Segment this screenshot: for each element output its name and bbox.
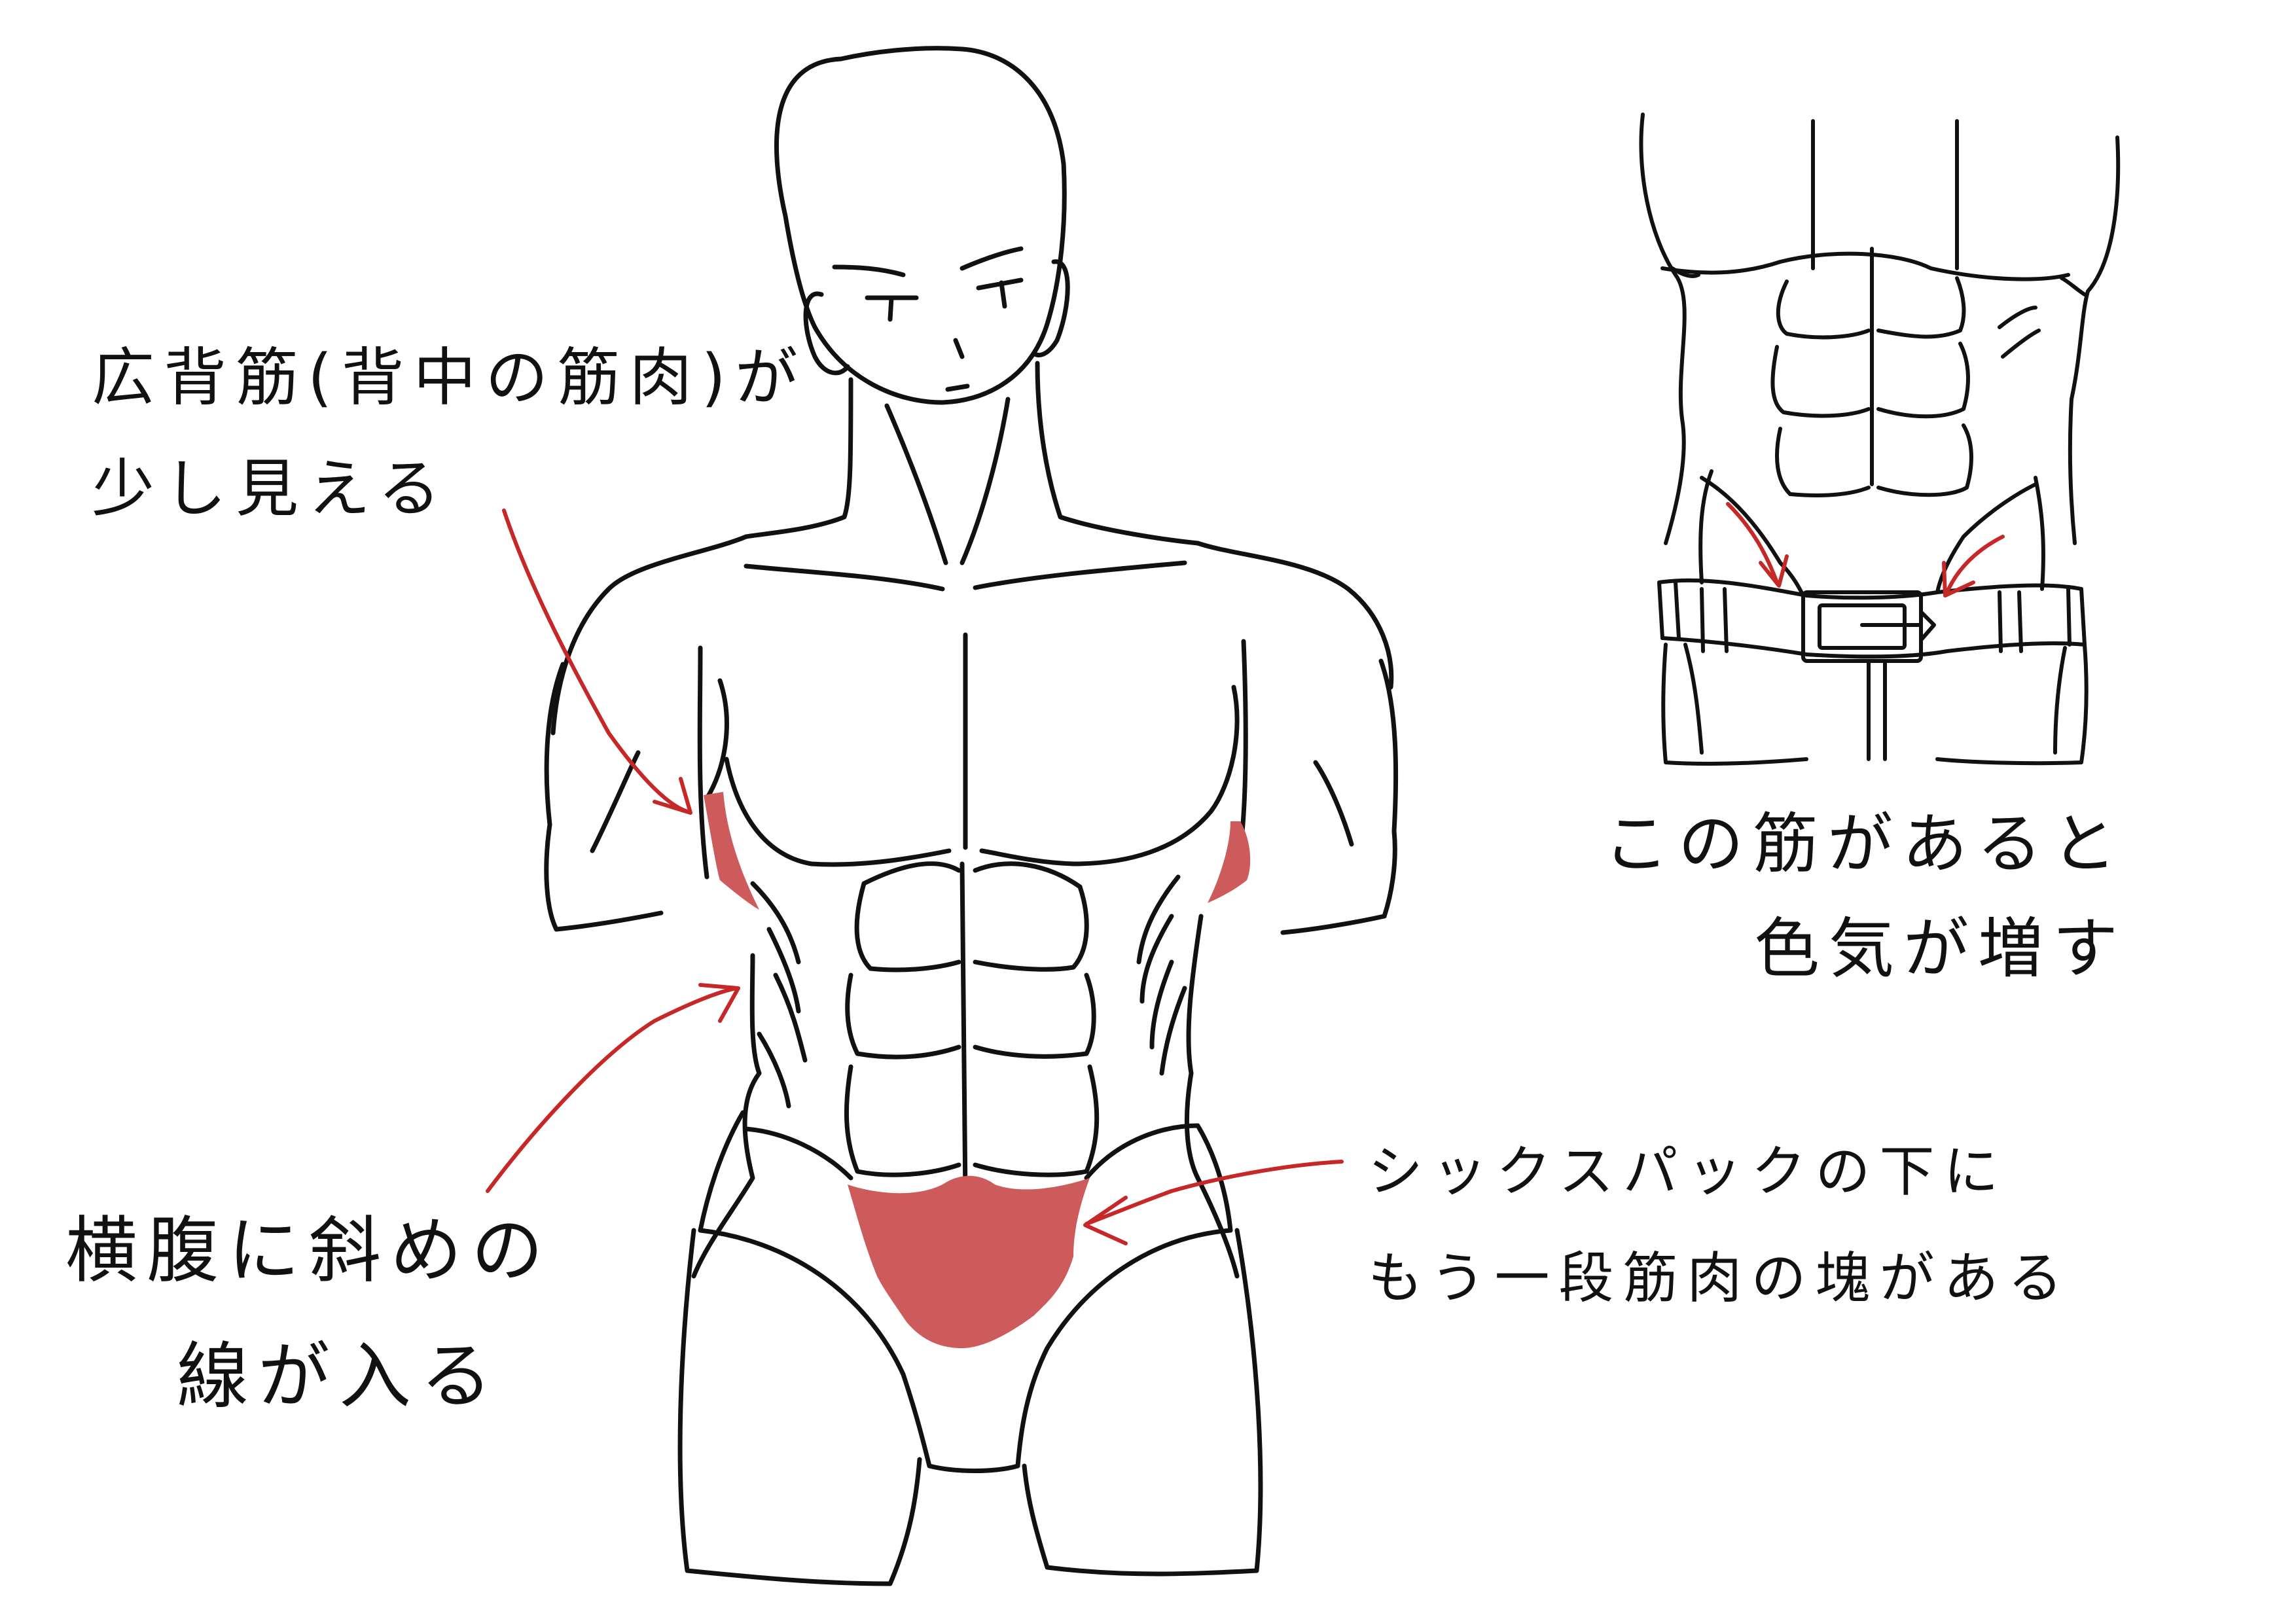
inset-right-arm bbox=[2068, 135, 2121, 545]
right-pec bbox=[979, 685, 1240, 866]
inset-belt-tip bbox=[1919, 610, 1936, 642]
left-shoulder bbox=[550, 534, 749, 736]
inset-vline-right bbox=[1935, 482, 2037, 594]
lats-annotation-line2: 少し見える bbox=[92, 452, 450, 526]
sternocleidomastoid-right bbox=[960, 397, 1011, 565]
lats-arrow bbox=[502, 508, 692, 815]
lats-highlight-right bbox=[1208, 821, 1251, 903]
head-outline bbox=[774, 46, 1067, 405]
abs-row-1 bbox=[854, 881, 1089, 972]
right-shoulder bbox=[1195, 541, 1394, 690]
neck-left bbox=[744, 377, 853, 539]
obliques-annotation: 横腹に斜めの 線が入る bbox=[65, 1207, 552, 1419]
right-serratus bbox=[1136, 874, 1187, 1076]
obliques-annotation-line2: 線が入る bbox=[177, 1334, 501, 1418]
brief-top-left bbox=[744, 1126, 853, 1181]
lats-annotation: 広背筋(背中の筋肉)が 少し見える bbox=[92, 340, 807, 527]
right-arm-outer bbox=[1378, 658, 1399, 919]
inset-fly bbox=[1867, 659, 1887, 761]
inset-belt-loops bbox=[1700, 587, 2023, 653]
inset-pants-right bbox=[1935, 643, 2089, 766]
inset-pocket-left bbox=[1683, 643, 1704, 755]
front-torso-figure bbox=[544, 46, 1399, 1586]
obliques-annotation-line1: 横腹に斜めの bbox=[65, 1209, 552, 1293]
brief-top-right bbox=[1084, 1123, 1233, 1233]
inset-belt-top bbox=[1657, 578, 2083, 600]
left-pec bbox=[704, 678, 952, 867]
inset-vline-left bbox=[1700, 476, 1805, 597]
abs-row-3 bbox=[844, 1064, 1100, 1177]
abdomen-belt-closeup bbox=[1639, 113, 2121, 766]
left-arm-inner bbox=[554, 910, 664, 932]
inset-arrow-left bbox=[1726, 502, 1789, 588]
brief-right-leg bbox=[1015, 1228, 1233, 1469]
inset-pants-left bbox=[1661, 643, 1808, 766]
right-thigh bbox=[1022, 1228, 1263, 1577]
inset-belt-bottom bbox=[1660, 636, 2087, 659]
lower-abs-annotation-line2: もう一段筋肉の塊がある bbox=[1368, 1245, 2072, 1310]
inset-pec-line bbox=[1660, 251, 2070, 281]
v-line-annotation-line2: 色気が増す bbox=[1754, 910, 2127, 987]
inset-arrow-right bbox=[1942, 535, 2005, 597]
inset-waist-right bbox=[2034, 476, 2045, 591]
lower-abs-highlight bbox=[848, 1175, 1090, 1348]
v-line-annotation-line1: この筋があると bbox=[1604, 806, 2126, 882]
left-waist bbox=[691, 953, 762, 1279]
left-arm-outer bbox=[544, 662, 565, 932]
lats-highlight-left bbox=[704, 792, 759, 910]
inset-right-arm-line bbox=[2060, 276, 2087, 296]
lower-abs-arrow bbox=[1083, 1160, 1344, 1245]
lower-abs-annotation-line1: シックスパックの下に bbox=[1368, 1139, 2008, 1204]
abs-row-1-top bbox=[861, 861, 1083, 889]
brief-left-leg bbox=[698, 1228, 932, 1469]
lower-abs-annotation: シックスパックの下に もう一段筋肉の塊がある bbox=[1368, 1139, 2072, 1311]
left-serratus bbox=[750, 881, 808, 1109]
left-deltoid-line bbox=[590, 750, 641, 853]
inset-pocket-right bbox=[2053, 646, 2067, 755]
clavicle-right bbox=[973, 560, 1187, 590]
left-brow bbox=[832, 264, 906, 277]
inset-left-arm bbox=[1639, 113, 1687, 545]
waistband-left bbox=[698, 1110, 745, 1233]
inset-belt-right-end bbox=[2066, 587, 2087, 647]
left-torso-side bbox=[697, 645, 709, 880]
neck-right bbox=[1035, 361, 1200, 546]
sternocleidomastoid-left bbox=[884, 403, 948, 565]
left-ear bbox=[803, 291, 850, 376]
left-thigh bbox=[677, 1228, 922, 1586]
nose bbox=[953, 338, 965, 359]
inset-arrows bbox=[1726, 502, 2005, 597]
mouth bbox=[945, 383, 970, 392]
right-arm-inner bbox=[1280, 914, 1387, 935]
lats-annotation-line1: 広背筋(背中の筋肉)が bbox=[92, 341, 807, 414]
abs-row-2 bbox=[845, 972, 1096, 1060]
right-torso-side bbox=[1238, 639, 1248, 853]
brief-bottom bbox=[927, 1463, 1020, 1473]
v-line-annotation: この筋があると 色気が増す bbox=[1604, 805, 2127, 988]
inset-waist-left bbox=[1698, 469, 1713, 584]
right-brow bbox=[960, 246, 1024, 271]
right-ear bbox=[1031, 259, 1070, 357]
clavicle-left bbox=[744, 563, 945, 592]
linea-alba bbox=[960, 861, 968, 1200]
right-eye bbox=[976, 277, 1024, 309]
inset-abs bbox=[1770, 247, 1973, 497]
right-deltoid-line bbox=[1313, 760, 1354, 847]
highlight-areas bbox=[704, 792, 1251, 1348]
inset-ribs-right bbox=[1998, 306, 2041, 359]
main-arrows bbox=[486, 508, 1344, 1245]
inset-belt-left-end bbox=[1657, 580, 1681, 640]
left-eye bbox=[865, 295, 919, 322]
right-waist bbox=[1184, 914, 1240, 1279]
obliques-arrow bbox=[486, 983, 740, 1193]
